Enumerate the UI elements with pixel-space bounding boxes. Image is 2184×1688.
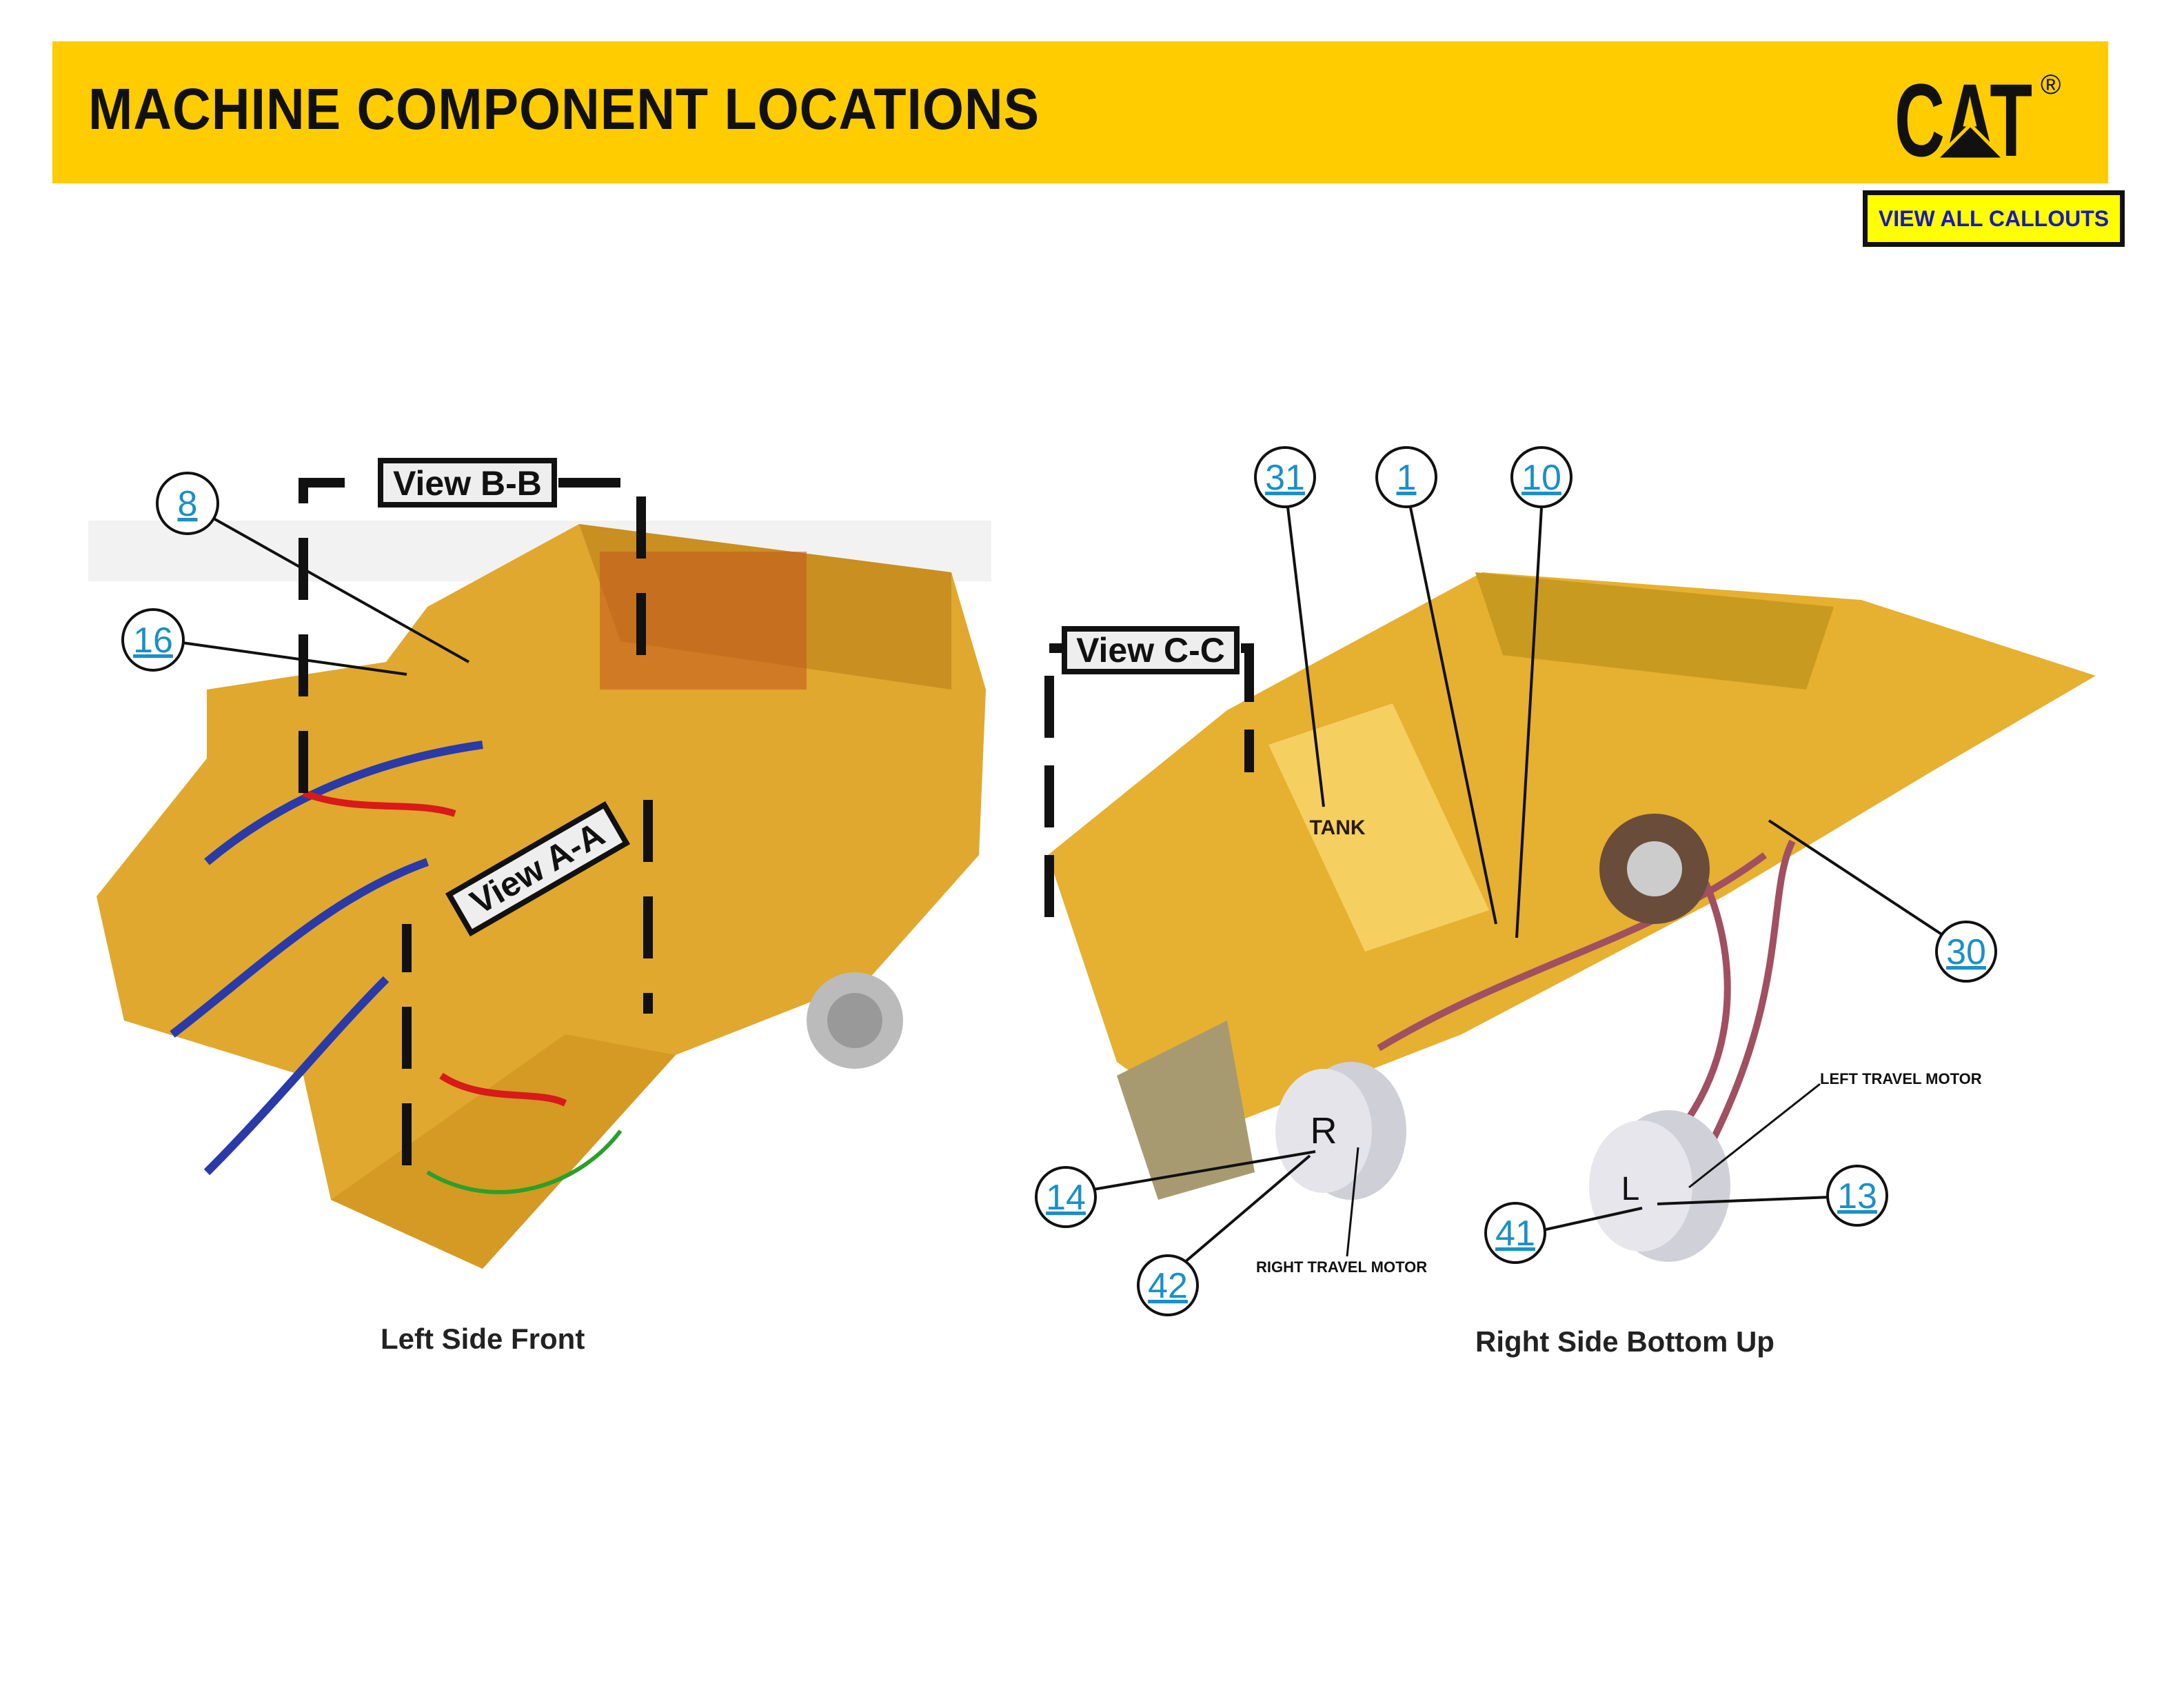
left-travel-motor-label: LEFT TRAVEL MOTOR xyxy=(1820,1070,1982,1087)
view-b-b-section: View B-B xyxy=(299,458,646,793)
view-c-c-section: View C-C xyxy=(1044,626,1254,917)
callout-42[interactable]: 42 xyxy=(1137,1154,1311,1316)
right-travel-motor-label: RIGHT TRAVEL MOTOR xyxy=(1256,1258,1427,1276)
right-machine-illustration: R L TANK xyxy=(1048,572,2096,1262)
callout-13-label[interactable]: 13 xyxy=(1837,1176,1877,1216)
right-view-caption: Right Side Bottom Up xyxy=(1475,1325,1775,1358)
callout-30-label[interactable]: 30 xyxy=(1946,932,1986,972)
view-all-callouts-button[interactable]: VIEW ALL CALLOUTS xyxy=(1863,190,2125,247)
callout-41[interactable]: 41 xyxy=(1484,1202,1643,1264)
header-banner: MACHINE COMPONENT LOCATIONS CAT ® xyxy=(52,41,2108,183)
callout-31-label[interactable]: 31 xyxy=(1265,458,1305,498)
tank-label: TANK xyxy=(1309,816,1365,839)
callout-41-label[interactable]: 41 xyxy=(1495,1214,1535,1254)
left-view-caption: Left Side Front xyxy=(381,1323,585,1355)
callout-1[interactable]: 1 xyxy=(1375,446,1497,925)
cat-logo: CAT ® xyxy=(1894,66,2061,170)
callout-10-label[interactable]: 10 xyxy=(1521,458,1561,498)
callout-16-label[interactable]: 16 xyxy=(133,621,173,661)
callout-1-label[interactable]: 1 xyxy=(1397,458,1417,498)
left-travel-motor: L xyxy=(1589,1110,1730,1262)
view-c-c-label[interactable]: View C-C xyxy=(1076,631,1225,670)
callout-8-label[interactable]: 8 xyxy=(178,484,198,524)
left-travel-motor-label-group: LEFT TRAVEL MOTOR xyxy=(1688,1070,1982,1189)
left-machine-illustration xyxy=(88,521,991,1269)
right-travel-motor: R xyxy=(1275,1062,1406,1200)
callout-13[interactable]: 13 xyxy=(1657,1165,1888,1227)
callout-8[interactable]: 8 xyxy=(156,472,469,663)
callout-42-label[interactable]: 42 xyxy=(1148,1266,1188,1306)
callout-14-label[interactable]: 14 xyxy=(1046,1178,1086,1218)
callout-14[interactable]: 14 xyxy=(1035,1150,1316,1228)
logo-triangle-icon xyxy=(1931,122,2010,161)
page-title: MACHINE COMPONENT LOCATIONS xyxy=(88,77,1040,141)
callout-30[interactable]: 30 xyxy=(1768,819,1997,983)
callout-10[interactable]: 10 xyxy=(1510,446,1573,938)
right-marker: R xyxy=(1311,1110,1337,1152)
view-b-b-label[interactable]: View B-B xyxy=(393,464,542,503)
callout-31[interactable]: 31 xyxy=(1254,446,1325,807)
left-marker: L xyxy=(1621,1171,1640,1207)
callout-16[interactable]: 16 xyxy=(121,608,407,676)
right-travel-motor-label-group: RIGHT TRAVEL MOTOR xyxy=(1256,1147,1427,1276)
registered-mark: ® xyxy=(2041,70,2061,100)
